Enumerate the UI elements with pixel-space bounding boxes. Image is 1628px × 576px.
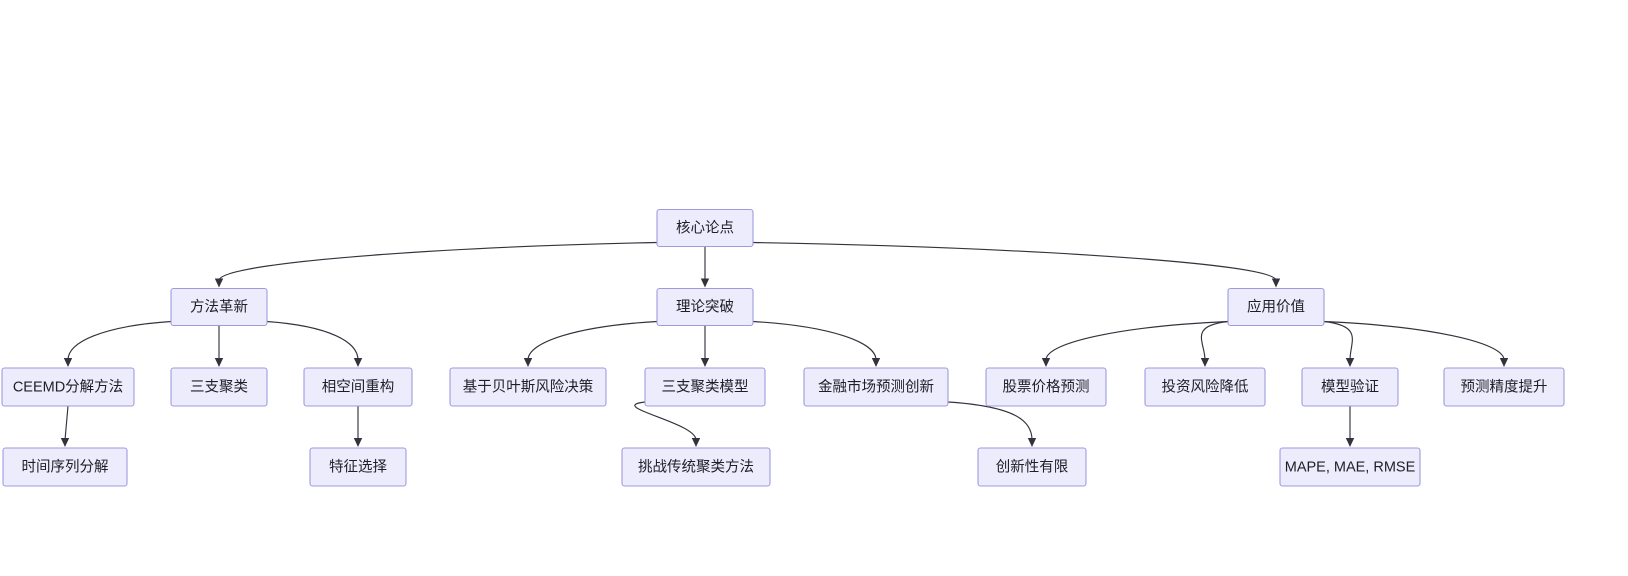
node-n21[interactable]: 基于贝叶斯风险决策: [449, 367, 607, 407]
node-n23[interactable]: 金融市场预测创新: [803, 367, 949, 407]
node-box[interactable]: [644, 367, 766, 407]
edge-n2-to-n23: [752, 320, 877, 361]
node-n131[interactable]: 特征选择: [309, 447, 407, 487]
node-n1[interactable]: 方法革新: [170, 287, 268, 327]
node-box[interactable]: [170, 287, 268, 327]
edge-arrowhead: [214, 358, 224, 367]
edge-arrowhead: [700, 278, 710, 288]
node-n11[interactable]: CEEMD分解方法: [1, 367, 135, 407]
node-box[interactable]: [985, 367, 1107, 407]
node-box[interactable]: [309, 447, 407, 487]
edge-n2-to-n21: [527, 320, 658, 361]
node-n2[interactable]: 理论突破: [656, 287, 754, 327]
edge-arrowhead: [1271, 278, 1281, 288]
edge-arrowhead: [700, 358, 710, 367]
edge-arrowhead: [353, 438, 363, 447]
node-layer: 核心论点方法革新 理论突破 应用价值 CEEMD分解方法三支聚类相空间重构基于贝叶斯风…: [1, 208, 1565, 487]
edge-root-to-n3: [752, 241, 1277, 281]
edge-n3-to-n32: [1200, 320, 1229, 361]
node-n331[interactable]: MAPE, MAE, RMSE: [1279, 447, 1421, 487]
edge-layer: [60, 241, 1509, 447]
edge-n23-to-n231: [947, 401, 1033, 441]
node-box[interactable]: [170, 367, 268, 407]
node-box[interactable]: [449, 367, 607, 407]
edge-arrowhead: [1345, 438, 1355, 447]
edge-arrowhead: [1027, 438, 1037, 447]
edge-n3-to-n33: [1323, 320, 1353, 361]
edge-n22-to-n221: [634, 401, 697, 441]
edge-root-to-n1: [218, 241, 658, 281]
edge-n3-to-n34: [1323, 320, 1505, 361]
edge-n1-to-n11: [67, 320, 172, 361]
node-n13[interactable]: 相空间重构: [303, 367, 413, 407]
edge-arrowhead: [871, 358, 881, 367]
edge-n3-to-n31: [1045, 320, 1229, 361]
node-box[interactable]: [303, 367, 413, 407]
node-n32[interactable]: 投资风险降低: [1144, 367, 1266, 407]
node-n34[interactable]: 预测精度提升: [1443, 367, 1565, 407]
node-n12[interactable]: 三支聚类: [170, 367, 268, 407]
edge-arrowhead: [1200, 358, 1210, 367]
edge-arrowhead: [60, 438, 70, 447]
node-box[interactable]: [1, 367, 135, 407]
edge-arrowhead: [691, 438, 701, 447]
edge-arrowhead: [353, 358, 363, 367]
edge-arrowhead: [523, 358, 533, 367]
edge-arrowhead: [1041, 358, 1051, 367]
node-n3[interactable]: 应用价值: [1227, 287, 1325, 327]
edge-n1-to-n13: [266, 320, 359, 361]
node-n22[interactable]: 三支聚类模型: [644, 367, 766, 407]
node-box[interactable]: [621, 447, 771, 487]
node-box[interactable]: [803, 367, 949, 407]
node-n33[interactable]: 模型验证: [1301, 367, 1399, 407]
node-n231[interactable]: 创新性有限: [977, 447, 1087, 487]
node-box[interactable]: [1227, 287, 1325, 327]
node-box[interactable]: [1279, 447, 1421, 487]
node-box[interactable]: [977, 447, 1087, 487]
node-box[interactable]: [656, 287, 754, 327]
node-box[interactable]: [656, 208, 754, 248]
node-n221[interactable]: 挑战传统聚类方法: [621, 447, 771, 487]
edge-arrowhead: [1345, 358, 1355, 367]
node-box[interactable]: [1301, 367, 1399, 407]
edge-n11-to-n111: [64, 405, 69, 441]
node-box[interactable]: [2, 447, 128, 487]
edge-arrowhead: [63, 358, 73, 367]
node-box[interactable]: [1443, 367, 1565, 407]
edge-arrowhead: [1499, 358, 1509, 367]
node-root[interactable]: 核心论点: [656, 208, 754, 248]
node-box[interactable]: [1144, 367, 1266, 407]
edge-arrowhead: [214, 278, 224, 288]
node-n111[interactable]: 时间序列分解: [2, 447, 128, 487]
node-n31[interactable]: 股票价格预测: [985, 367, 1107, 407]
